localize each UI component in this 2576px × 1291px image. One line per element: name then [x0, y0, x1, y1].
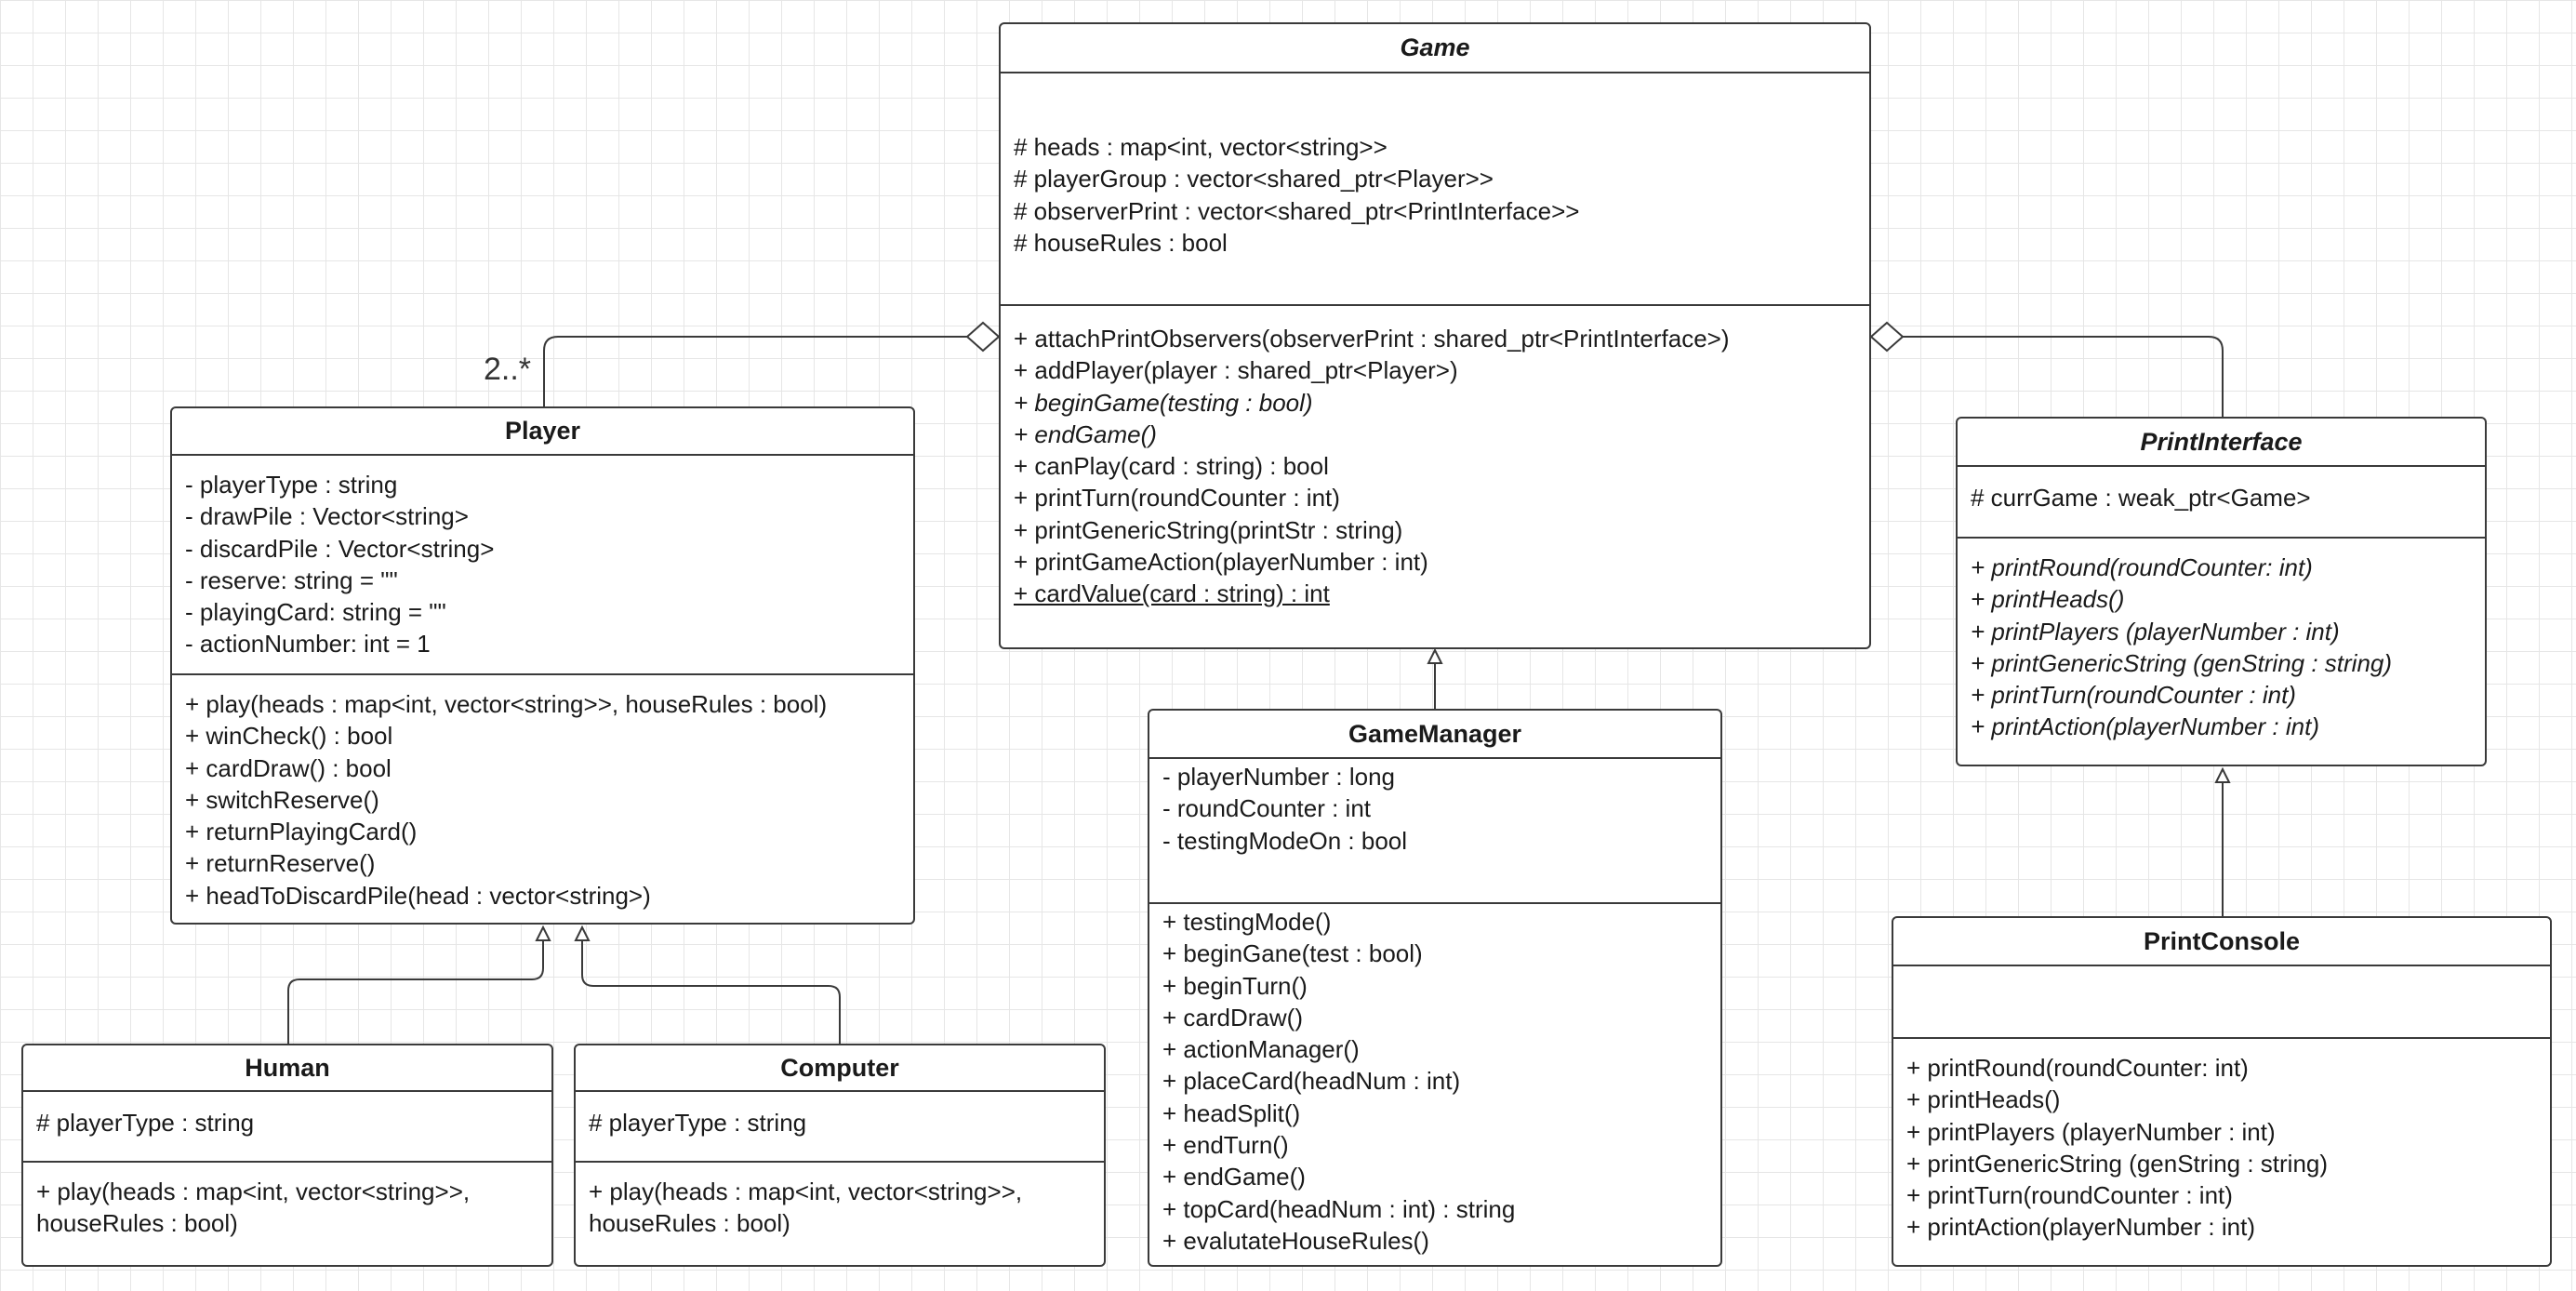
method-section: + testingMode() + beginGane(test : bool)… [1149, 904, 1720, 1257]
generalization-arrow-printconsole-printinterface [2214, 766, 2231, 783]
aggregation-diamond-game-player [965, 321, 1001, 353]
attribute: - playingCard: string = "" [185, 598, 446, 627]
class-computer: Computer # playerType : string + play(he… [574, 1044, 1106, 1267]
method: + printAction(playerNumber : int) [1971, 712, 2319, 741]
method: + beginGame(testing : bool) [1014, 388, 1313, 417]
method: houseRules : bool) [36, 1209, 238, 1238]
method: + attachPrintObservers(observerPrint : s… [1014, 325, 1730, 353]
method: + printGenericString(printStr : string) [1014, 515, 1403, 544]
method: + topCard(headNum : int) : string [1162, 1194, 1516, 1223]
class-human: Human # playerType : string + play(heads… [21, 1044, 553, 1267]
method: + endTurn() [1162, 1131, 1289, 1160]
generalization-arrow-computer-player [574, 925, 591, 941]
attribute: - reserve: string = "" [185, 566, 398, 594]
attribute: # playerType : string [589, 1109, 807, 1137]
method: + printRound(roundCounter: int) [1906, 1054, 2249, 1082]
attribute: - drawPile : Vector<string> [185, 502, 469, 531]
method: + printTurn(roundCounter : int) [1906, 1181, 2233, 1210]
method-section: + printRound(roundCounter: int) + printH… [1893, 1039, 2550, 1244]
method: + winCheck() : bool [185, 722, 393, 751]
class-print-console: PrintConsole + printRound(roundCounter: … [1892, 916, 2552, 1267]
attribute: # currGame : weak_ptr<Game> [1971, 484, 2311, 512]
attribute-section: # playerType : string [23, 1092, 551, 1163]
method: + play(heads : map<int, vector<string>>, [589, 1178, 1023, 1205]
method-section: + play(heads : map<int, vector<string>>,… [23, 1163, 551, 1240]
method: + actionManager() [1162, 1035, 1360, 1064]
method: + printAction(playerNumber : int) [1906, 1213, 2255, 1242]
aggregation-line-game-printinterface [1903, 336, 2224, 417]
method: + play(heads : map<int, vector<string>>,… [185, 690, 828, 718]
method: + printTurn(roundCounter : int) [1014, 484, 1340, 512]
method: + endGame() [1014, 419, 1157, 448]
method: + printHeads() [1971, 585, 2125, 614]
method: + canPlay(card : string) : bool [1014, 452, 1329, 481]
method: + printGenericString (genString : string… [1906, 1149, 2329, 1178]
class-name: Game [1001, 24, 1869, 73]
attribute: - playerNumber : long [1162, 763, 1395, 791]
class-name: Computer [576, 1045, 1104, 1092]
class-name: PrintConsole [1893, 918, 2550, 966]
method: + addPlayer(player : shared_ptr<Player>) [1014, 356, 1458, 385]
attribute: - roundCounter : int [1162, 794, 1372, 823]
attribute: # observerPrint : vector<shared_ptr<Prin… [1014, 196, 1580, 225]
method: + cardDraw() : bool [185, 753, 392, 782]
method-section: + play(heads : map<int, vector<string>>,… [172, 675, 913, 912]
attribute-section [1893, 966, 2550, 1039]
method: + beginTurn() [1162, 971, 1308, 1000]
attribute: # playerGroup : vector<shared_ptr<Player… [1014, 165, 1494, 193]
class-name: Player [172, 408, 913, 456]
method: + endGame() [1162, 1163, 1306, 1191]
method: + printRound(roundCounter: int) [1971, 553, 2313, 581]
generalization-arrow-human-player [535, 925, 551, 941]
method: + cardValue(card : string) : int [1014, 579, 1330, 608]
method: + testingMode() [1162, 908, 1332, 936]
attribute-section: # playerType : string [576, 1092, 1104, 1163]
attribute-section: - playerNumber : long - roundCounter : i… [1149, 759, 1720, 904]
attribute: # heads : map<int, vector<string>> [1014, 133, 1388, 161]
method-section: + attachPrintObservers(observerPrint : s… [1001, 306, 1869, 610]
method: + cardDraw() [1162, 1003, 1303, 1031]
attribute: # houseRules : bool [1014, 228, 1228, 257]
method: + play(heads : map<int, vector<string>>, [36, 1178, 471, 1205]
aggregation-line-game-player [543, 336, 980, 406]
attribute: # playerType : string [36, 1109, 255, 1137]
method: + printGameAction(playerNumber : int) [1014, 548, 1428, 577]
method-section: + printRound(roundCounter: int) + printH… [1958, 539, 2485, 743]
attribute: - testingModeOn : bool [1162, 826, 1408, 855]
attribute: - playerType : string [185, 471, 398, 499]
method: houseRules : bool) [589, 1209, 790, 1238]
class-game: Game # heads : map<int, vector<string>> … [999, 22, 1871, 649]
method: + returnReserve() [185, 849, 376, 878]
generalization-line-human-player [287, 941, 544, 1044]
generalization-line-computer-player [581, 941, 841, 1044]
attribute: - discardPile : Vector<string> [185, 534, 495, 563]
attribute-section: # heads : map<int, vector<string>> # pla… [1001, 73, 1869, 306]
method: + printPlayers (playerNumber : int) [1971, 617, 2340, 646]
class-name: PrintInterface [1958, 419, 2485, 467]
attribute-section: # currGame : weak_ptr<Game> [1958, 467, 2485, 539]
method: + placeCard(headNum : int) [1162, 1067, 1461, 1096]
method: + printHeads() [1906, 1085, 2061, 1114]
method: + headSplit() [1162, 1098, 1301, 1127]
generalization-arrow-gamemanager-game [1427, 647, 1443, 664]
method-section: + play(heads : map<int, vector<string>>,… [576, 1163, 1104, 1240]
multiplicity-label: 2..* [484, 352, 532, 387]
class-name: GameManager [1149, 711, 1720, 759]
attribute-section: - playerType : string - drawPile : Vecto… [172, 456, 913, 675]
method: + printGenericString (genString : string… [1971, 648, 2393, 677]
method: + switchReserve() [185, 785, 379, 814]
method: + printPlayers (playerNumber : int) [1906, 1117, 2276, 1146]
method: + beginGane(test : bool) [1162, 939, 1423, 968]
method: + printTurn(roundCounter : int) [1971, 681, 2296, 710]
class-name: Human [23, 1045, 551, 1092]
method: + evalutateHouseRules() [1162, 1226, 1429, 1255]
class-player: Player - playerType : string - drawPile … [170, 406, 915, 925]
method: + returnPlayingCard() [185, 818, 418, 846]
aggregation-diamond-game-printinterface [1869, 321, 1905, 353]
attribute: - actionNumber: int = 1 [185, 630, 431, 659]
class-game-manager: GameManager - playerNumber : long - roun… [1148, 709, 1722, 1267]
class-print-interface: PrintInterface # currGame : weak_ptr<Gam… [1956, 417, 2487, 766]
method: + headToDiscardPile(head : vector<string… [185, 881, 651, 910]
